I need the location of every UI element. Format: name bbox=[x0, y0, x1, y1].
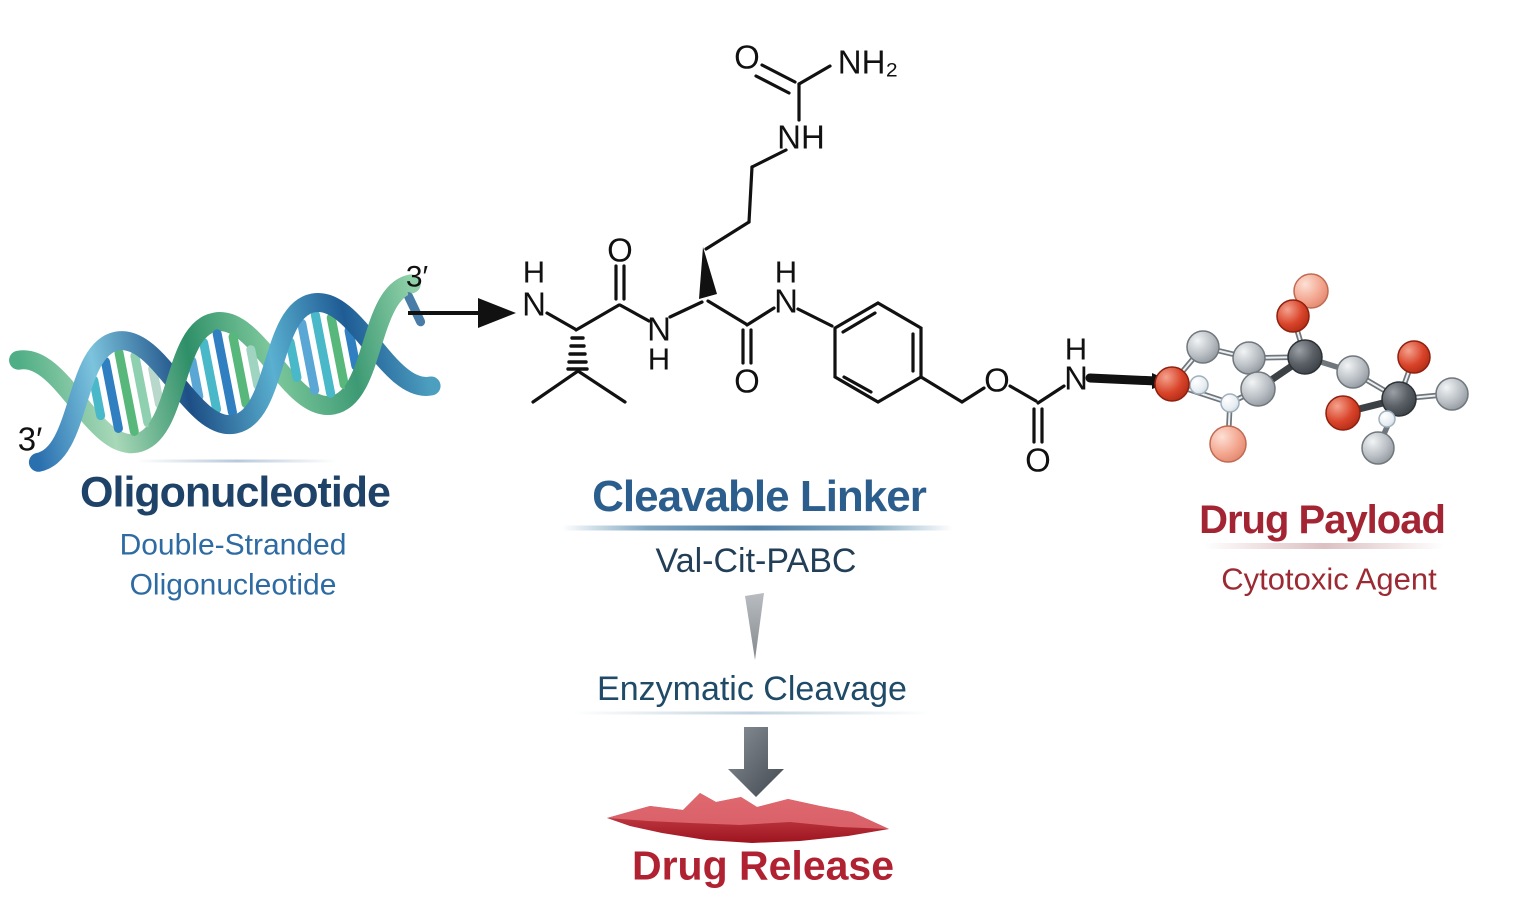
val-cit-pabc-structure bbox=[531, 63, 1172, 444]
drug-payload-model bbox=[1154, 273, 1469, 465]
oligonucleotide-divider bbox=[137, 459, 337, 463]
payload-atoms bbox=[1154, 273, 1469, 465]
atom-carbamate-o: O bbox=[1025, 442, 1051, 479]
atom-amide1-n: N bbox=[647, 311, 671, 348]
white-atom bbox=[1189, 375, 1209, 395]
dna-helix bbox=[9, 274, 441, 472]
dna-rungs bbox=[89, 292, 426, 436]
dark-gray-atom bbox=[1287, 339, 1323, 375]
three-prime-right-label: 3′ bbox=[405, 260, 429, 294]
linker-title: Cleavable Linker bbox=[592, 471, 927, 521]
linker-subtitle: Val-Cit-PABC bbox=[655, 542, 857, 581]
dark-gray-atom bbox=[1381, 381, 1417, 417]
helix-to-linker-arrow bbox=[408, 298, 516, 328]
atom-labels: O NH₂ NH H N O N H O H N O O H N bbox=[522, 39, 1088, 479]
atom-benzyl-o: O bbox=[984, 362, 1010, 399]
atom-urea-nh2: NH₂ bbox=[838, 44, 898, 81]
payload-divider bbox=[1204, 543, 1444, 549]
atom-carbamate-n: N bbox=[1064, 360, 1088, 397]
gray-atom bbox=[1336, 355, 1370, 389]
enzymatic-divider bbox=[572, 711, 932, 715]
dna-strand-blue bbox=[28, 293, 441, 472]
atom-urea-nh: NH bbox=[777, 119, 825, 156]
atom-anilide-h: H bbox=[775, 255, 797, 290]
white-atom bbox=[1220, 393, 1240, 413]
red-atom bbox=[1397, 340, 1431, 374]
atom-val-h: H bbox=[523, 255, 545, 290]
red-atom bbox=[1325, 395, 1361, 431]
arrowhead-icon bbox=[478, 298, 516, 328]
atom-carbamate-h: H bbox=[1065, 332, 1087, 367]
gray-atom bbox=[1361, 431, 1395, 465]
three-prime-left-label: 3′ bbox=[17, 420, 43, 458]
gray-atom bbox=[1232, 341, 1266, 375]
oligonucleotide-subtitle-line2: Oligonucleotide bbox=[129, 568, 337, 602]
gray-atom bbox=[1435, 377, 1469, 411]
enzymatic-cleavage-label: Enzymatic Cleavage bbox=[597, 670, 907, 709]
atom-val-o: O bbox=[607, 232, 633, 269]
wedge-bond bbox=[699, 247, 717, 299]
oligonucleotide-subtitle-line1: Double-Stranded bbox=[119, 528, 347, 562]
atom-amide1-h: H bbox=[648, 342, 670, 377]
atom-urea-o: O bbox=[734, 39, 760, 76]
salmon-atom bbox=[1293, 273, 1329, 309]
down-arrow-icon bbox=[728, 727, 784, 797]
oligonucleotide-title: Oligonucleotide bbox=[80, 468, 391, 517]
salmon-atom bbox=[1209, 425, 1247, 463]
linker-payload-bond bbox=[1085, 373, 1161, 386]
dashed-wedge-bond bbox=[566, 336, 589, 371]
atom-val-n: N bbox=[522, 286, 546, 323]
linker-divider bbox=[562, 525, 952, 531]
gray-atom bbox=[1186, 330, 1220, 364]
down-arrow-small-icon bbox=[745, 593, 764, 660]
drug-release-label: Drug Release bbox=[631, 842, 895, 889]
white-atom bbox=[1378, 410, 1396, 428]
gray-atom bbox=[1240, 371, 1276, 407]
cleavage-burst-icon bbox=[607, 793, 889, 843]
payload-title: Drug Payload bbox=[1199, 498, 1446, 542]
atom-cit-o: O bbox=[734, 363, 760, 400]
payload-subtitle: Cytotoxic Agent bbox=[1221, 561, 1437, 597]
atom-anilide-n: N bbox=[774, 283, 798, 320]
red-atom bbox=[1154, 366, 1190, 402]
red-atom bbox=[1276, 299, 1310, 333]
